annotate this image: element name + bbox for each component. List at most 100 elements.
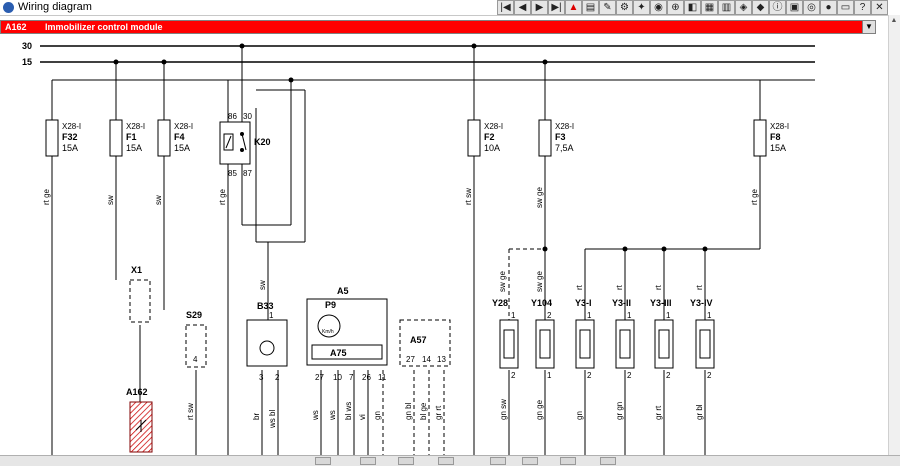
a5-pin: 7 — [349, 373, 354, 382]
edit-icon[interactable] — [490, 457, 506, 465]
first-page-icon[interactable]: |◀ — [497, 0, 514, 15]
plug-icon[interactable]: ⊕ — [667, 0, 684, 15]
wires — [51, 46, 761, 455]
fuse-id: F4 — [174, 132, 185, 142]
junction-dots — [113, 43, 708, 252]
a57-pin: 13 — [437, 355, 446, 364]
valve-y3-iii[interactable]: Y3-III 1 2 — [650, 298, 674, 380]
wire-label: rt sw — [464, 188, 473, 205]
relay-k20[interactable]: 86 30 85 87 K20 — [219, 112, 271, 178]
fuse-conn: X28-I — [555, 122, 574, 131]
a5-pin: 11 — [378, 373, 387, 382]
connector-x1[interactable]: X1 — [129, 265, 151, 323]
help-icon[interactable]: ? — [854, 0, 871, 15]
a57-pin: 27 — [406, 355, 415, 364]
fuse-f3[interactable]: X28-I F3 7,5A — [538, 119, 574, 157]
wire-label: rt sw — [186, 403, 195, 420]
fuse-f8[interactable]: X28-I F8 15A — [753, 119, 789, 157]
fuse-icon[interactable]: ▥ — [718, 0, 735, 15]
module-a5[interactable]: A5 P9 Km/h A75 27 10 7 26 11 — [306, 286, 388, 382]
fuse-amp: 7,5A — [555, 143, 574, 153]
valve-label: Y3-III — [650, 298, 672, 308]
valve-y3-ii[interactable]: Y3-II 1 2 — [612, 298, 635, 380]
fuse-id: F8 — [770, 132, 781, 142]
valve-pin: 2 — [547, 311, 552, 320]
a57-label: A57 — [410, 335, 427, 345]
valve-y104[interactable]: Y104 2 1 — [531, 298, 555, 380]
relay-pin-30: 30 — [243, 112, 252, 121]
wire-label: vi — [358, 414, 367, 420]
sensor-icon[interactable]: ◎ — [803, 0, 820, 15]
exit-icon[interactable]: ✕ — [871, 0, 888, 15]
zoom-icon[interactable] — [560, 457, 576, 465]
relay-icon[interactable]: ◆ — [752, 0, 769, 15]
fuse-id: F3 — [555, 132, 566, 142]
wire-label: bl ws — [344, 402, 353, 420]
a5-pin: 10 — [333, 373, 342, 382]
wire-label: ws — [328, 410, 337, 421]
switch-s29[interactable]: S29 4 — [185, 310, 207, 368]
valve-label: Y104 — [531, 298, 552, 308]
a162-label: A162 — [126, 387, 148, 397]
valve-y28[interactable]: Y28 1 2 — [492, 298, 519, 380]
chart-icon[interactable]: ▦ — [701, 0, 718, 15]
module-a162[interactable]: A162 — [126, 387, 153, 453]
valve-pin: 2 — [627, 371, 632, 380]
wire-label: sw — [154, 195, 163, 205]
motor-icon[interactable]: ● — [820, 0, 837, 15]
vertical-scrollbar[interactable] — [888, 15, 900, 455]
scroll-up-icon[interactable]: ▲ — [890, 17, 898, 24]
prev-page-icon[interactable]: ◀ — [514, 0, 531, 15]
info-icon[interactable]: ⓘ — [769, 0, 786, 15]
wire-label: gn sw — [499, 399, 508, 420]
wire-label: rt ge — [750, 188, 759, 205]
fuse-f2[interactable]: X28-I F2 10A — [467, 119, 503, 157]
wrench-icon[interactable]: ✎ — [599, 0, 616, 15]
valve-pin: 1 — [587, 311, 592, 320]
a5-label: A5 — [337, 286, 349, 296]
fuse-f4[interactable]: X28-I F4 15A — [157, 119, 193, 157]
sensor-b33[interactable]: B33 1 3 2 — [246, 301, 288, 382]
valve-pin: 1 — [666, 311, 671, 320]
dropdown-arrow-icon[interactable]: ▼ — [862, 20, 876, 34]
document-icon[interactable]: ▤ — [582, 0, 599, 15]
rail-30-label: 30 — [22, 41, 32, 51]
module-a57[interactable]: A57 27 14 13 — [399, 319, 451, 367]
save-icon[interactable] — [438, 457, 454, 465]
wire-label: rt ge — [218, 188, 227, 205]
s29-pin: 4 — [193, 355, 198, 364]
last-page-icon[interactable]: ▶| — [548, 0, 565, 15]
component-name: Immobilizer control module — [45, 22, 163, 32]
warning-icon[interactable]: ▲ — [565, 0, 582, 15]
component-icon[interactable]: ◉ — [650, 0, 667, 15]
connector-icon[interactable]: ▣ — [786, 0, 803, 15]
valve-y3-i[interactable]: Y3-I 1 2 — [575, 298, 595, 380]
tools-icon[interactable] — [522, 457, 538, 465]
layout-icon[interactable] — [600, 457, 616, 465]
wire-label: rt — [615, 284, 624, 290]
fuse-f32[interactable]: X28-I F32 15A — [45, 119, 81, 157]
search-icon[interactable] — [360, 457, 376, 465]
valve-label: Y3-IV — [690, 298, 713, 308]
valve-pin: 1 — [547, 371, 552, 380]
car-icon[interactable]: ◧ — [684, 0, 701, 15]
globe-icon[interactable] — [315, 457, 331, 465]
gear-icon[interactable]: ⚙ — [616, 0, 633, 15]
fuse-amp: 10A — [484, 143, 500, 153]
wire-label: gn ge — [535, 399, 544, 420]
next-page-icon[interactable]: ▶ — [531, 0, 548, 15]
valve-pin: 1 — [707, 311, 712, 320]
fuse-f1[interactable]: X28-I F1 15A — [109, 119, 145, 157]
valve-y3-iv[interactable]: Y3-IV 1 2 — [690, 298, 715, 380]
valve-label: Y28 — [492, 298, 508, 308]
engine-icon[interactable]: ◈ — [735, 0, 752, 15]
wire-label: rt — [695, 284, 704, 290]
wire-label: sw — [258, 280, 267, 290]
component-select[interactable]: A162 Immobilizer control module — [0, 20, 876, 34]
print-icon[interactable]: ▭ — [837, 0, 854, 15]
key-icon[interactable]: ✦ — [633, 0, 650, 15]
print-icon[interactable] — [398, 457, 414, 465]
relay-pin-86: 86 — [228, 112, 237, 121]
rail-15-label: 15 — [22, 57, 32, 67]
a75-label: A75 — [330, 348, 347, 358]
